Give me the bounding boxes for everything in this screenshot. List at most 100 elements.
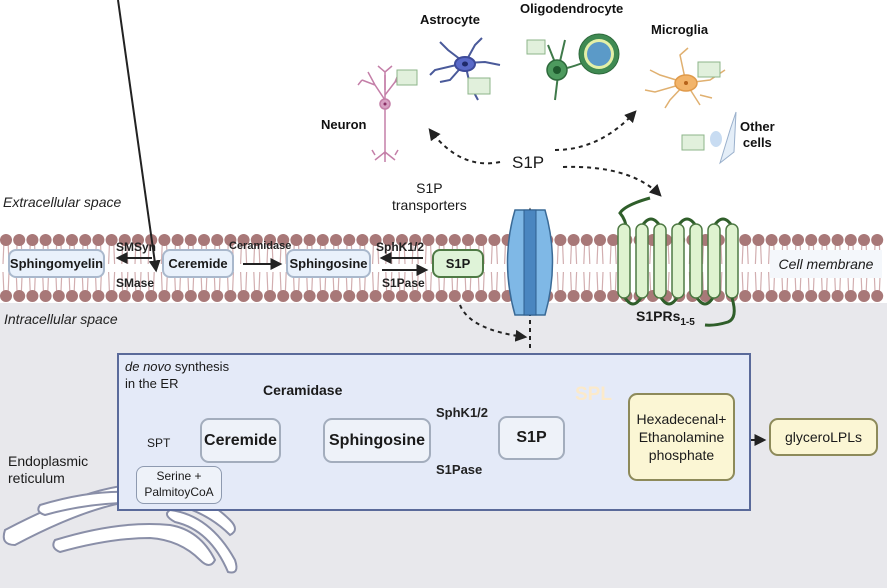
lipid-head — [118, 234, 131, 246]
lipid-head — [79, 234, 92, 246]
lipid-head — [290, 234, 303, 246]
smase-enzyme-label: SMase — [116, 276, 155, 290]
de-novo-title-italic: de novo — [125, 359, 172, 374]
lipid-head — [184, 290, 197, 302]
lipid-head — [66, 234, 78, 246]
lipid-head — [858, 290, 870, 302]
lipid-head — [409, 234, 422, 246]
er-s1pase-label: S1Pase — [436, 462, 483, 477]
astrocyte-icon — [429, 37, 501, 101]
lipid-head — [805, 290, 818, 302]
lipid-head — [409, 290, 422, 302]
lipid-head — [844, 234, 857, 246]
lipid-head — [250, 290, 263, 302]
lipid-head — [52, 234, 65, 246]
lipid-head — [594, 290, 606, 302]
lipid-head — [250, 234, 263, 246]
lipid-head — [462, 234, 474, 246]
serine-line1: Serine + — [156, 469, 202, 484]
lipid-head — [198, 234, 210, 246]
lipid-head — [607, 290, 620, 302]
microglia-label: Microglia — [651, 22, 709, 37]
lipid-head — [765, 234, 778, 246]
lipid-head — [858, 234, 870, 246]
serine-line2: PalmitoyCoA — [144, 485, 214, 499]
lipid-head — [39, 290, 52, 302]
lipid-head — [448, 290, 461, 302]
lipid-head — [0, 234, 12, 246]
er-sphingosine-node: Sphingosine — [323, 418, 431, 463]
lipid-head — [118, 290, 131, 302]
lipid-head — [237, 290, 250, 302]
s1p-extracellular-label: S1P — [512, 153, 545, 172]
lipid-head — [580, 234, 593, 246]
lipid-head — [475, 234, 488, 246]
lipid-head — [488, 290, 501, 302]
lipid-head — [13, 234, 26, 246]
lipid-head — [844, 290, 857, 302]
lipid-head — [805, 234, 818, 246]
lipid-head — [396, 234, 408, 246]
lipid-head — [871, 234, 884, 246]
lipid-head — [290, 290, 303, 302]
lipid-head — [739, 290, 752, 302]
lipid-head — [435, 234, 448, 246]
lipid-head — [343, 234, 356, 246]
lipid-head — [92, 234, 105, 246]
lipid-head — [0, 290, 12, 302]
lipid-head — [224, 290, 237, 302]
er-ceremide-node: Ceremide — [200, 418, 281, 463]
products-line2: Ethanolamine — [638, 428, 725, 445]
glycerolpls-node: glyceroLPLs — [769, 418, 878, 456]
receptor-c-terminus — [704, 297, 736, 327]
smsyn-enzyme-label: SMSyn — [116, 240, 157, 254]
s1p-receptor-icon — [617, 196, 739, 327]
er-label-line1: Endoplasmic — [8, 453, 89, 469]
receptor-helix — [725, 223, 739, 299]
lipid-head — [316, 290, 329, 302]
lipid-head — [52, 290, 65, 302]
lipid-head — [554, 290, 567, 302]
lipid-head — [145, 290, 158, 302]
lipid-head — [343, 290, 356, 302]
lipid-head — [382, 290, 395, 302]
other-cells-line1: Other — [740, 119, 775, 134]
serine-palmitoylcoa-node: Serine + PalmitoyCoA — [136, 466, 222, 504]
neuron-icon — [357, 65, 418, 162]
lipid-head — [66, 290, 78, 302]
lipid-head — [330, 290, 342, 302]
lipid-head — [277, 290, 290, 302]
lipid-head — [752, 290, 765, 302]
lipid-head — [396, 290, 408, 302]
lipid-head — [567, 290, 580, 302]
receptor-helix — [671, 223, 685, 299]
lipid-head — [26, 234, 39, 246]
er-sphk-label: SphK1/2 — [436, 405, 489, 420]
other-cells-line2: cells — [742, 135, 772, 151]
receptors-text: S1PRs — [636, 308, 681, 324]
s1p-receptors-label: S1PRs1-5 — [636, 308, 695, 328]
lipid-head — [448, 234, 461, 246]
s1p-transporter-icon — [506, 209, 554, 316]
lipid-head — [211, 290, 224, 302]
lipid-head — [765, 290, 778, 302]
lipid-head — [171, 290, 184, 302]
lipid-head — [158, 290, 171, 302]
membrane-ceramidase-label: Ceramidase — [229, 240, 292, 252]
lipid-head — [26, 290, 39, 302]
lipid-head — [184, 234, 197, 246]
lipid-head — [594, 234, 606, 246]
lipid-head — [171, 234, 184, 246]
s1p-transporters-label: S1P transporters — [392, 180, 467, 214]
cell-membrane-label: Cell membrane — [770, 250, 882, 278]
membrane-s1pase-label: S1Pase — [382, 276, 425, 290]
de-novo-title-line2: in the ER — [125, 375, 179, 391]
products-line3: phosphate — [648, 447, 715, 464]
lipid-head — [264, 234, 276, 246]
lipid-head — [39, 234, 52, 246]
membrane-sphk-label: SphK1/2 — [376, 240, 425, 254]
lipid-head — [818, 290, 831, 302]
lipid-head — [264, 290, 276, 302]
lipid-head — [567, 234, 580, 246]
lipid-head — [831, 234, 844, 246]
